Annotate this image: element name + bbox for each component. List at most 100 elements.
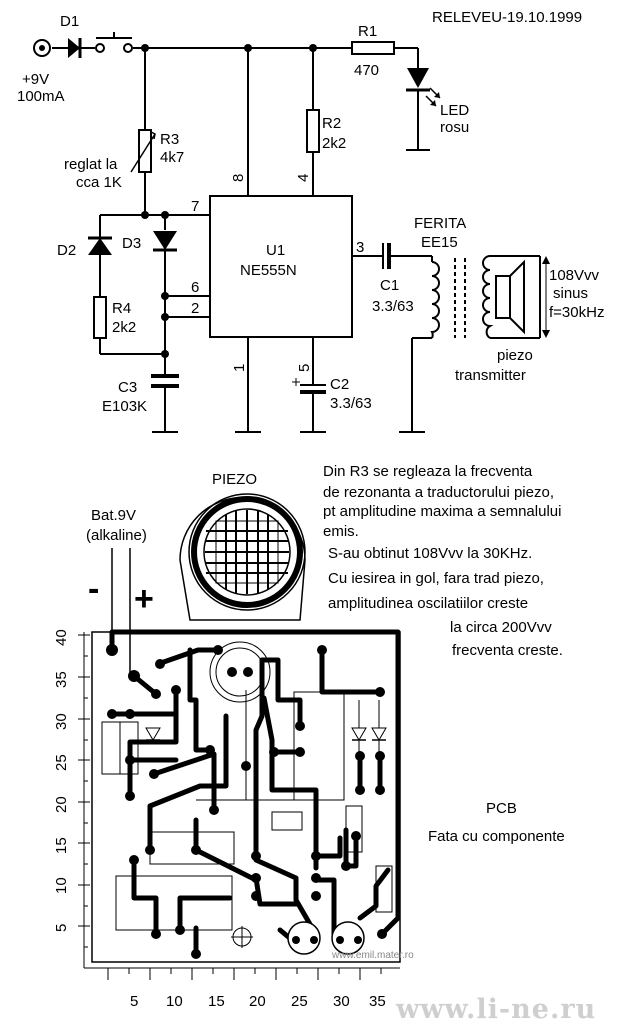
r3-trimmer — [130, 129, 156, 173]
piezo-transmitter-icon — [495, 256, 550, 338]
pcb-trimmer-pots — [287, 921, 365, 955]
note-line: pt amplitudine maxima a semnalului — [323, 503, 561, 520]
pin-7-label: 7 — [191, 198, 199, 215]
r3-note-line2: cca 1K — [76, 174, 122, 191]
pcb-board — [78, 631, 401, 980]
r3-value: 4k7 — [160, 149, 184, 166]
d2-diode — [88, 236, 112, 255]
pcb-piezo-label: PIEZO — [212, 471, 257, 488]
d1-diode — [68, 38, 82, 58]
schematic-wires — [52, 47, 540, 433]
c1-capacitor — [382, 243, 391, 269]
r3-name: R3 — [160, 131, 179, 148]
battery-type: (alkaline) — [86, 527, 147, 544]
r2-name: R2 — [322, 115, 341, 132]
y-tick-label: 10 — [53, 877, 70, 894]
x-tick-label: 5 — [130, 993, 138, 1010]
note-line: S-au obtinut 108Vvv la 30KHz. — [328, 545, 532, 562]
r1-value: 470 — [354, 62, 379, 79]
c3-name: C3 — [118, 379, 137, 396]
supply-voltage: +9V — [22, 71, 49, 88]
pcb-component-outlines — [101, 641, 393, 948]
notes-block: Din R3 se regleaza la frecventa de rezon… — [323, 463, 563, 659]
ferrite-transformer — [430, 255, 494, 339]
ferrite-label: FERITA — [414, 215, 466, 232]
pcb-x-axis-labels: 5 10 15 20 25 30 35 — [130, 993, 386, 1010]
y-tick-label: 25 — [53, 754, 70, 771]
pcb-pads — [106, 644, 387, 959]
led-label: LED — [440, 102, 469, 119]
pcb-piezo-transducer — [179, 493, 306, 621]
r1-name: R1 — [358, 23, 377, 40]
note-line: la circa 200Vvv — [450, 619, 552, 636]
note-line: amplitudinea oscilatiilor creste — [328, 595, 528, 612]
u1-value: NE555N — [240, 262, 297, 279]
pcb-caption-sub: Fata cu componente — [428, 828, 565, 845]
pin-3-label: 3 — [356, 239, 364, 256]
pin-1-label: 1 — [231, 364, 248, 372]
pin-5-label: 5 — [296, 364, 313, 372]
pcb-y-axis-labels: 40 35 30 25 20 15 10 5 — [53, 629, 70, 932]
u1-name: U1 — [266, 242, 285, 259]
pin-4-label: 4 — [295, 174, 312, 182]
c2-name: C2 — [330, 376, 349, 393]
pin-6-label: 6 — [191, 279, 199, 296]
u1-ic — [209, 195, 353, 338]
y-tick-label: 30 — [53, 713, 70, 730]
c1-value: 3.3/63 — [372, 298, 414, 315]
battery-plus: + — [134, 580, 154, 618]
y-tick-label: 35 — [53, 671, 70, 688]
note-line: emis. — [323, 523, 359, 540]
header-title: RELEVEU-19.10.1999 — [432, 9, 582, 26]
r2-value: 2k2 — [322, 135, 346, 152]
r4-value: 2k2 — [112, 319, 136, 336]
note-line: Din R3 se regleaza la frecventa — [323, 463, 533, 480]
c2-capacitor — [292, 378, 326, 394]
supply-current: 100mA — [17, 88, 65, 105]
power-switch — [95, 32, 133, 53]
note-line: Cu iesirea in gol, fara trad piezo, — [328, 570, 544, 587]
pcb-credit: www.emil.mater.ro — [331, 950, 414, 961]
piezo-label-line2: transmitter — [455, 367, 526, 384]
d2-label: D2 — [57, 242, 76, 259]
pin-2-label: 2 — [191, 300, 199, 317]
x-tick-label: 10 — [166, 993, 183, 1010]
r4-resistor — [93, 296, 107, 339]
output-amplitude: 108Vvv — [549, 267, 600, 284]
junction-dots — [141, 44, 317, 358]
y-tick-label: 40 — [53, 629, 70, 646]
pcb-traces — [109, 629, 401, 957]
y-tick-label: 15 — [53, 837, 70, 854]
output-waveform: sinus — [553, 285, 588, 302]
piezo-label-line1: piezo — [497, 347, 533, 364]
c3-value: E103K — [102, 398, 147, 415]
d3-label: D3 — [122, 235, 141, 252]
x-tick-label: 25 — [291, 993, 308, 1010]
note-line: frecventa creste. — [452, 642, 563, 659]
battery-minus: - — [88, 570, 99, 608]
output-frequency: f=30kHz — [549, 304, 604, 321]
x-tick-label: 15 — [208, 993, 225, 1010]
y-tick-label: 5 — [53, 924, 70, 932]
x-tick-label: 20 — [249, 993, 266, 1010]
supply-terminal — [33, 39, 51, 57]
watermark: www.li-ne.ru — [395, 994, 596, 1024]
note-line: de rezonanta a traductorului piezo, — [323, 484, 554, 501]
x-tick-label: 30 — [333, 993, 350, 1010]
ferrite-type: EE15 — [421, 234, 458, 251]
pcb-caption: PCB — [486, 800, 517, 817]
d1-label: D1 — [60, 13, 79, 30]
led-color: rosu — [440, 119, 469, 136]
r1-resistor — [351, 41, 395, 55]
r3-note-line1: reglat la — [64, 156, 118, 173]
pin-8-label: 8 — [230, 174, 247, 182]
r2-resistor — [306, 109, 320, 153]
y-tick-label: 20 — [53, 796, 70, 813]
c3-capacitor — [151, 374, 179, 388]
r4-name: R4 — [112, 300, 131, 317]
c1-name: C1 — [380, 277, 399, 294]
c2-value: 3.3/63 — [330, 395, 372, 412]
led-icon — [406, 68, 441, 107]
